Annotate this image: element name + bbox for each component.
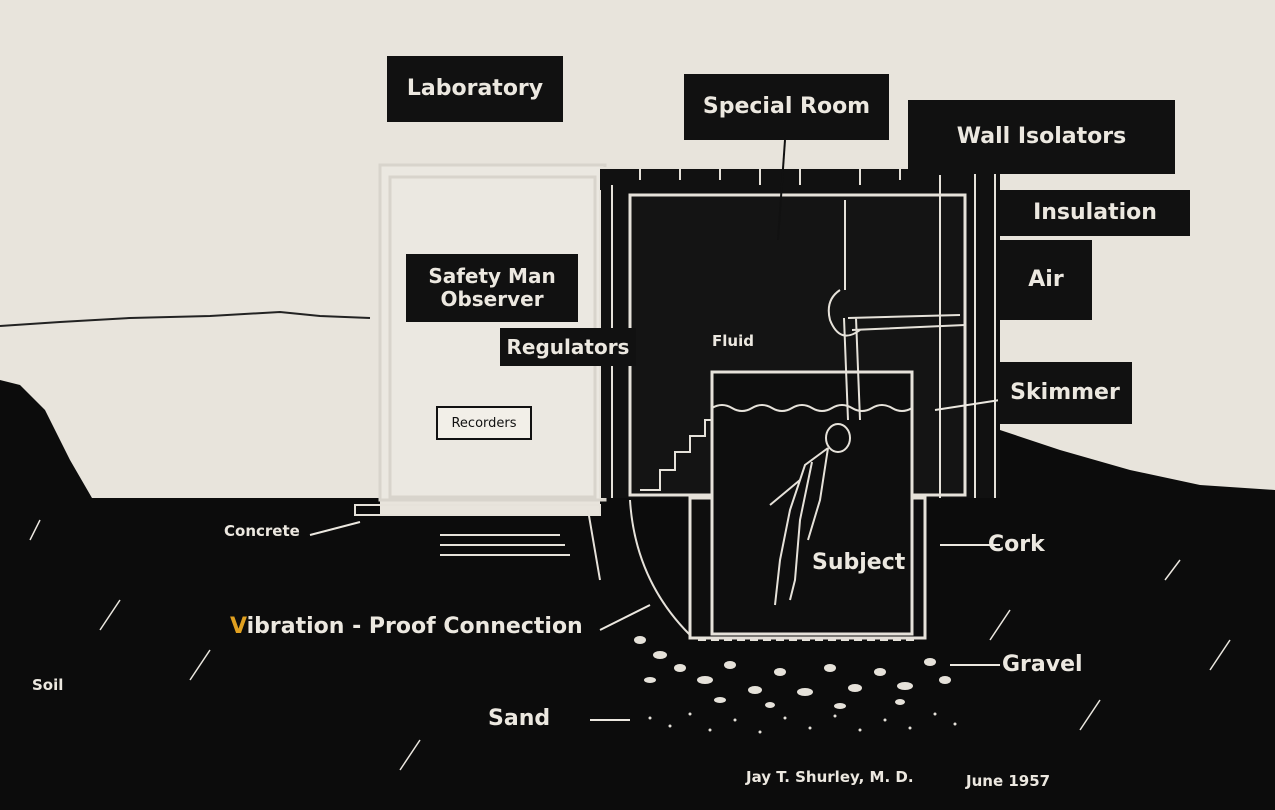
sand-layer — [648, 712, 957, 734]
label-cork: Cork — [988, 532, 1045, 557]
vibration-rest-text: ibration - Proof Connection — [246, 614, 583, 639]
soil-ground — [0, 380, 1275, 810]
soil-hatching — [29, 519, 1231, 771]
label-wall-isolators: Wall Isolators — [908, 100, 1175, 174]
tank — [688, 370, 927, 641]
subject-figure — [769, 200, 966, 606]
label-sand: Sand — [488, 706, 551, 731]
label-vibration-proof: Vibration - Proof Connection — [230, 614, 583, 639]
label-soil: Soil — [32, 676, 64, 694]
credit-date: June 1957 — [966, 772, 1051, 790]
laboratory-room — [378, 163, 607, 502]
label-recorders: Recorders — [436, 406, 532, 440]
label-special-room: Special Room — [684, 74, 889, 140]
gravel-bed — [634, 636, 951, 709]
label-safety-man: Safety Man Observer — [406, 254, 578, 322]
label-fluid: Fluid — [712, 332, 754, 350]
paper-crack — [0, 310, 371, 327]
label-laboratory: Laboratory — [387, 56, 563, 122]
label-regulators: Regulators — [500, 328, 636, 366]
concrete-pipes — [354, 499, 691, 636]
label-insulation: Insulation — [1000, 190, 1190, 236]
label-safety-man-line2: Observer — [440, 287, 544, 311]
label-concrete: Concrete — [224, 522, 300, 540]
label-gravel: Gravel — [1002, 652, 1083, 677]
label-subject: Subject — [812, 550, 906, 575]
label-skimmer: Skimmer — [998, 362, 1132, 424]
vibration-accent-letter: V — [230, 614, 247, 639]
label-safety-man-line1: Safety Man — [428, 264, 556, 288]
credit-author: Jay T. Shurley, M. D. — [746, 768, 914, 786]
label-air: Air — [1000, 240, 1092, 320]
